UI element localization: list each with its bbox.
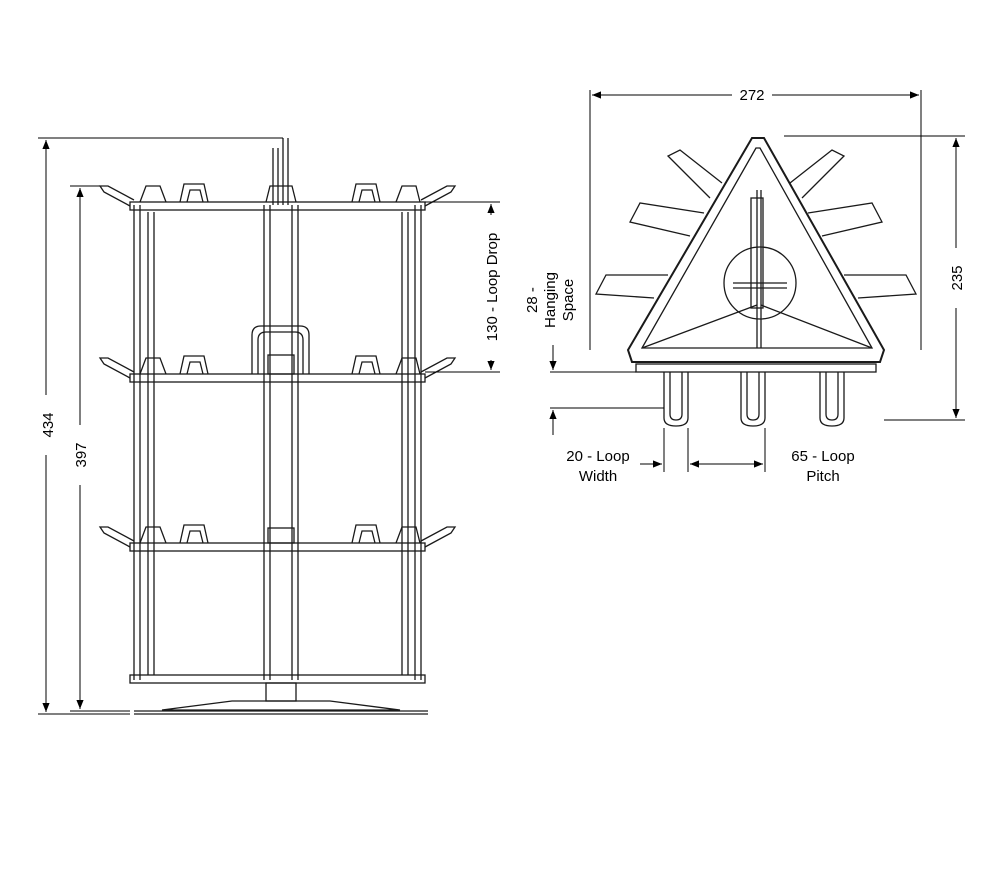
dim-hanging-space-num: 28 -	[524, 287, 541, 313]
bottom-loops	[663, 372, 845, 427]
dim-loop-drop-label: 130 - Loop Drop	[484, 233, 501, 341]
dim-235-label: 235	[949, 265, 966, 290]
tier1-loops	[139, 183, 421, 203]
tier3-loops	[139, 524, 421, 544]
dim-397-label: 397	[73, 442, 90, 467]
dim-434-label: 434	[40, 412, 57, 437]
tier2-loops	[139, 355, 421, 375]
top-view: 272 235 28 - Hanging Space 20 - Loop Wid…	[524, 87, 966, 485]
dim-272-label: 272	[739, 87, 764, 104]
dim-hanging-space-l2: Space	[560, 279, 577, 322]
dim-loop-pitch-l1: 65 - Loop	[791, 448, 854, 465]
top-left-arms	[594, 149, 723, 299]
base	[134, 682, 428, 715]
left-hooks	[98, 185, 457, 548]
dim-loop-width-l1: 20 - Loop	[566, 448, 629, 465]
front-view: 434 397 130 - Loop Drop	[38, 137, 501, 715]
dim-loop-pitch-l2: Pitch	[806, 468, 839, 485]
top-right-arms	[789, 149, 918, 299]
dim-hanging-space-l1: Hanging	[542, 272, 559, 328]
dim-loop-width-l2: Width	[579, 468, 617, 485]
